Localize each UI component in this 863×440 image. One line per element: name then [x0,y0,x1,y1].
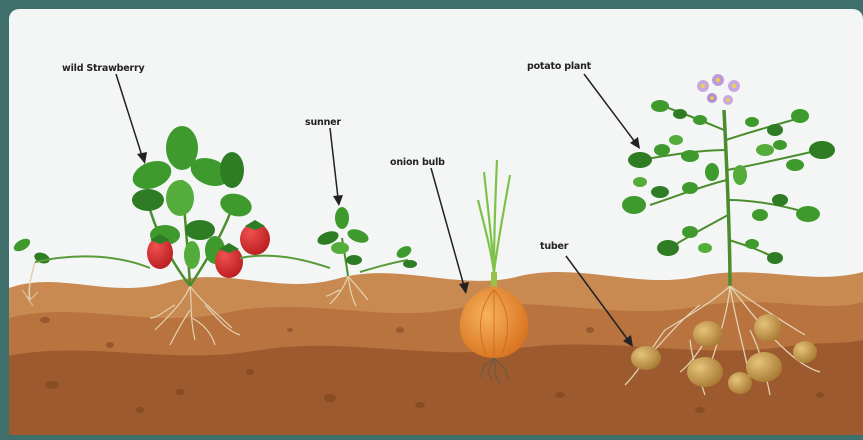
label-onion-bulb: onion bulb [390,157,445,168]
label-wild-strawberry: wild Strawberry [62,63,144,74]
label-runner: sunner [305,117,341,128]
label-potato-plant: potato plant [527,61,591,72]
soil [9,272,863,435]
label-tuber: tuber [540,241,568,252]
